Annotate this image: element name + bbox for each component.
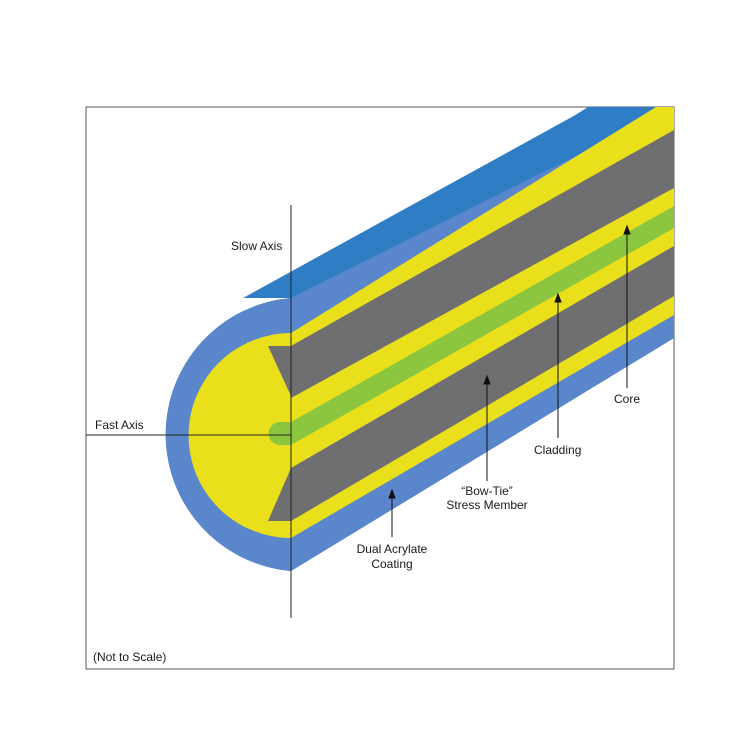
core-label: Core <box>614 392 640 406</box>
coating-arrowhead <box>388 488 396 499</box>
outer-coating-stripe <box>243 107 674 298</box>
core <box>268 206 674 445</box>
stress-member-lower <box>268 246 674 521</box>
stress-member-label-line1: “Bow-Tie” <box>461 484 513 498</box>
core-arrowhead <box>623 224 631 235</box>
coating-label-line1: Dual Acrylate <box>357 542 428 556</box>
stress-member-label-line2: Stress Member <box>446 498 527 512</box>
fast-axis-label: Fast Axis <box>95 418 144 432</box>
cladding-label: Cladding <box>534 443 581 457</box>
stress-member-upper <box>268 130 674 398</box>
slow-axis-label: Slow Axis <box>231 239 282 253</box>
scale-note: (Not to Scale) <box>93 650 166 664</box>
stress-member-arrowhead <box>483 374 491 385</box>
coating-label-line2: Coating <box>371 557 412 571</box>
cladding-arrowhead <box>554 292 562 303</box>
leader-arrows <box>388 224 631 537</box>
